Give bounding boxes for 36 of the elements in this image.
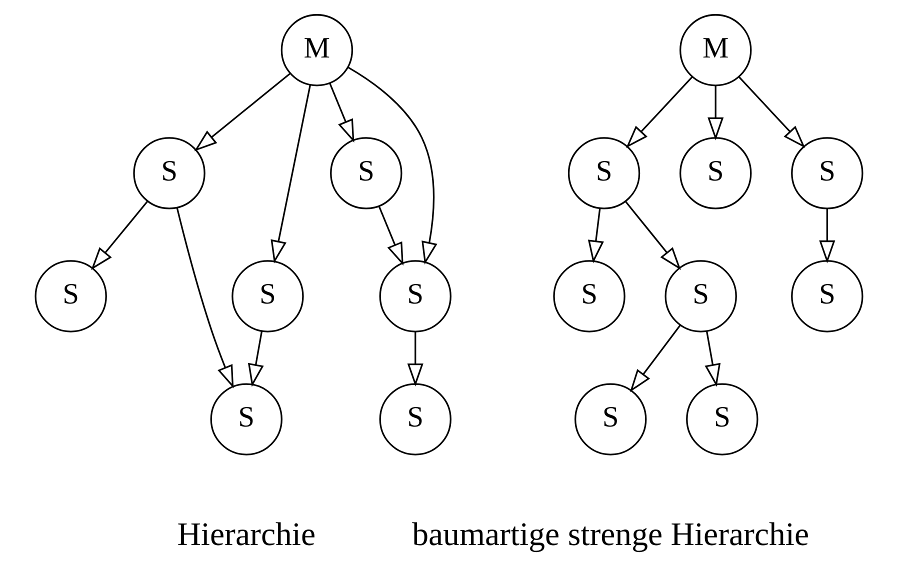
node-circle: S: [232, 260, 304, 332]
node-circle: S: [133, 137, 206, 210]
arrow: [624, 200, 681, 270]
arrow: [176, 208, 234, 388]
node-circle: S: [664, 260, 737, 332]
node-circle: S: [210, 383, 282, 456]
arrow: [626, 76, 693, 148]
arrow: [91, 200, 148, 270]
arrow: [819, 208, 836, 264]
arrow: [329, 82, 354, 143]
node-circle: S: [574, 383, 647, 456]
node-circle: S: [680, 137, 752, 210]
arrow: [588, 208, 604, 264]
node-circle: S: [686, 383, 758, 456]
node-circle: S: [379, 383, 452, 456]
node-circle: S: [791, 260, 864, 332]
node-circle: S: [34, 260, 107, 332]
node-circle: S: [568, 137, 640, 210]
arrow: [630, 324, 682, 392]
node-circle: S: [379, 260, 452, 332]
arrow: [248, 331, 264, 387]
label: baumartige strenge Hierarchie: [412, 516, 810, 553]
arrow: [704, 331, 721, 387]
arrow: [348, 66, 438, 265]
arrow: [270, 84, 311, 264]
arrow: [194, 73, 290, 152]
arrow: [378, 206, 404, 266]
arrow: [738, 76, 806, 148]
label: Hierarchie: [177, 516, 316, 553]
node-circle: S: [330, 137, 402, 210]
node-circle: S: [553, 260, 626, 332]
arrow: [708, 86, 724, 140]
node-circle: M: [680, 14, 752, 86]
node-circle: S: [791, 137, 864, 210]
arrow: [407, 332, 424, 386]
node-circle: M: [280, 14, 354, 86]
